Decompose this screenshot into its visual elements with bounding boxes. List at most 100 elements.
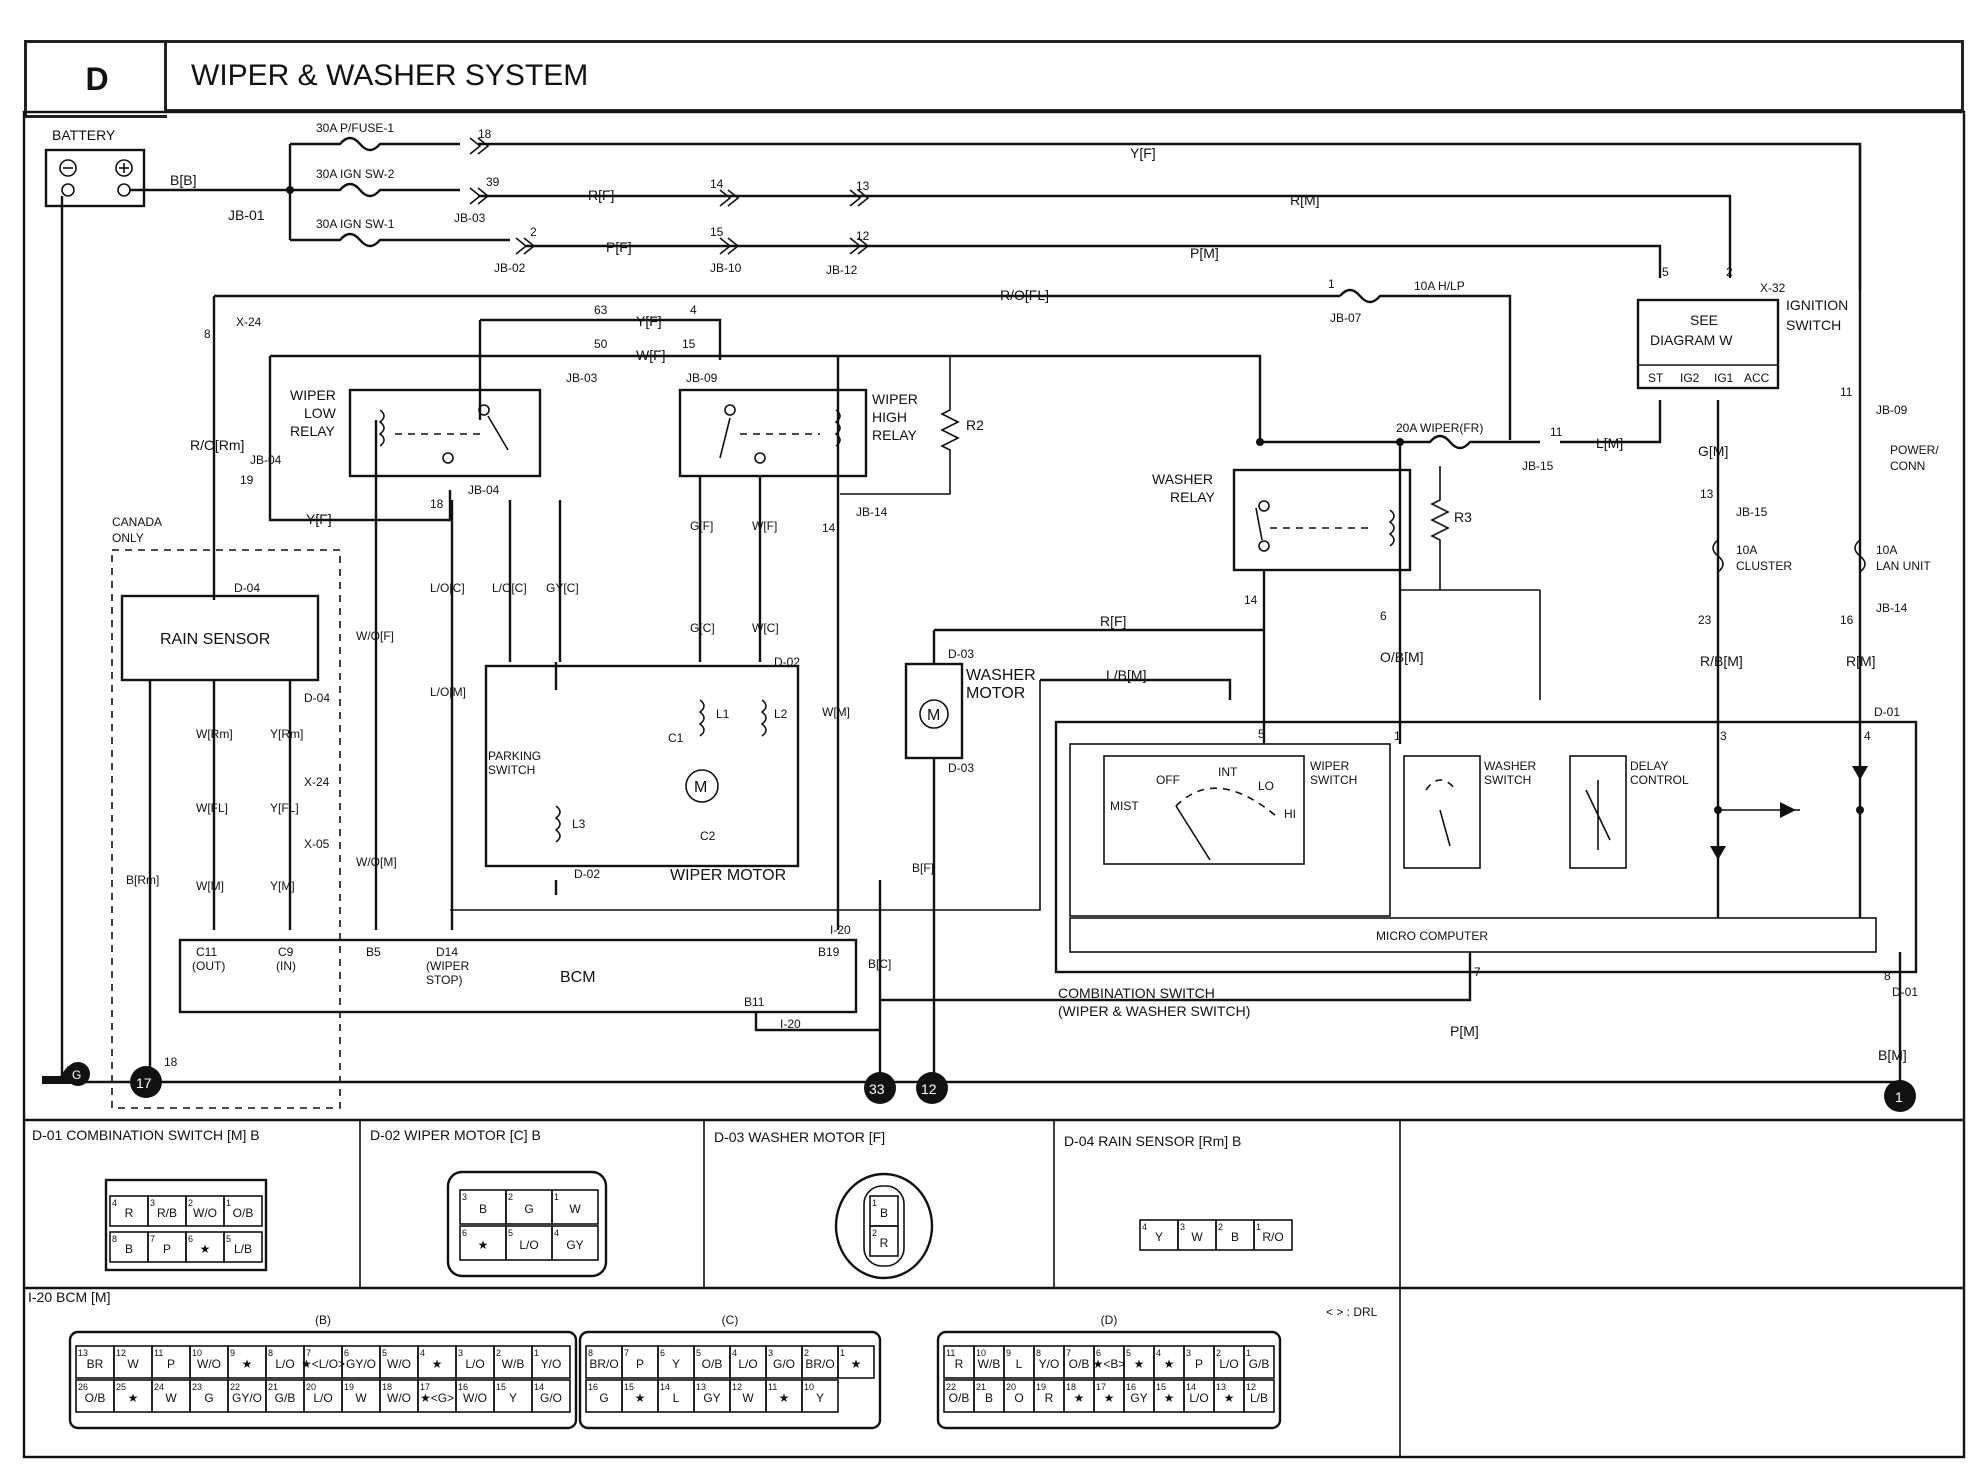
i20-pin-number: 12 xyxy=(1246,1382,1256,1392)
bcm xyxy=(178,938,858,1014)
d02-pin-number: 1 xyxy=(554,1192,559,1202)
bcm-block-title: (D) xyxy=(1101,1313,1118,1327)
svg-text:WIPER: WIPER xyxy=(290,387,336,403)
svg-text:10A: 10A xyxy=(1736,543,1757,557)
d01-pin-number: 5 xyxy=(226,1234,231,1244)
svg-text:Y[FL]: Y[FL] xyxy=(270,801,299,815)
i20-wire-color: L/O xyxy=(1219,1357,1238,1371)
ground-17-icon xyxy=(130,1066,162,1098)
svg-text:R/B[M]: R/B[M] xyxy=(1700,653,1743,669)
svg-text:JB-04: JB-04 xyxy=(250,453,282,467)
svg-text:4: 4 xyxy=(1864,729,1871,743)
d01-cell xyxy=(223,1195,263,1227)
svg-text:G[F]: G[F] xyxy=(690,519,713,533)
i20-wire-color: Y xyxy=(509,1391,517,1405)
svg-text:5: 5 xyxy=(1258,727,1265,741)
svg-text:63: 63 xyxy=(594,303,608,317)
i20-wire-color: Y xyxy=(672,1357,680,1371)
svg-text:R[M]: R[M] xyxy=(1846,653,1876,669)
i20-wire-color: W/O xyxy=(387,1357,411,1371)
svg-text:JB-07: JB-07 xyxy=(1330,311,1362,325)
i20-pin-number: 17 xyxy=(420,1382,430,1392)
d02-wire-color: G xyxy=(524,1202,533,1216)
i20-pin-number: 22 xyxy=(946,1382,956,1392)
svg-text:8: 8 xyxy=(204,327,211,341)
svg-text:W/O[M]: W/O[M] xyxy=(356,855,397,869)
svg-text:JB-09: JB-09 xyxy=(1876,403,1908,417)
i20-cell xyxy=(837,1345,875,1379)
i20-wire-color: L xyxy=(1016,1357,1023,1371)
i20-pin-number: 14 xyxy=(1186,1382,1196,1392)
i20-wire-color: GY/O xyxy=(346,1357,376,1371)
i20-pin-number: 26 xyxy=(78,1382,88,1392)
svg-text:(WIPER: (WIPER xyxy=(426,959,470,973)
i20-pin-number: 16 xyxy=(458,1382,468,1392)
svg-text:SWITCH: SWITCH xyxy=(1484,773,1531,787)
svg-text:12: 12 xyxy=(921,1081,937,1097)
svg-text:19: 19 xyxy=(240,473,254,487)
svg-text:LOW: LOW xyxy=(304,405,337,421)
i20-wire-color: ★<B> xyxy=(1093,1357,1126,1371)
fuse-ign1: 30A IGN SW-1 xyxy=(316,217,395,231)
svg-text:1: 1 xyxy=(1895,1089,1903,1105)
i20-wire-color: BR xyxy=(87,1357,104,1371)
svg-text:JB-09: JB-09 xyxy=(686,371,718,385)
d01-wire-color: P xyxy=(163,1242,171,1256)
i20-wire-color: O xyxy=(1014,1391,1023,1405)
i20-wire-color: BR/O xyxy=(805,1357,834,1371)
i20-wire-color: G/B xyxy=(1249,1357,1270,1371)
i20-wire-color: O/B xyxy=(702,1357,723,1371)
d03-pin-number: 2 xyxy=(872,1228,877,1238)
d03-cell xyxy=(869,1225,899,1257)
i20-pin-number: 15 xyxy=(1156,1382,1166,1392)
svg-text:W[Rm]: W[Rm] xyxy=(196,727,233,741)
ground-1-icon xyxy=(1884,1080,1916,1112)
i20-pin-number: 7 xyxy=(624,1348,629,1358)
i20-wire-color: GY xyxy=(1130,1391,1147,1405)
svg-text:X-32: X-32 xyxy=(1760,281,1786,295)
svg-text:JB-10: JB-10 xyxy=(710,261,742,275)
svg-text:D-02 WIPER MOTOR [C] B: D-02 WIPER MOTOR [C] B xyxy=(370,1127,541,1143)
svg-text:13: 13 xyxy=(856,179,870,193)
svg-text:6: 6 xyxy=(1380,609,1387,623)
ground-33-icon xyxy=(864,1072,896,1104)
svg-text:STOP): STOP) xyxy=(426,973,462,987)
d02-wire-color: W xyxy=(569,1202,581,1216)
d04-pin-number: 4 xyxy=(1142,1222,1147,1232)
svg-text:15: 15 xyxy=(682,337,696,351)
i20-wire-color: L/O xyxy=(313,1391,332,1405)
i20-pin-number: 1 xyxy=(840,1348,845,1358)
i20-pin-number: 1 xyxy=(534,1348,539,1358)
svg-text:4: 4 xyxy=(690,303,697,317)
wire-yf: Y[F] xyxy=(1130,145,1156,161)
svg-text:LO: LO xyxy=(1258,779,1274,793)
svg-text:O/B[M]: O/B[M] xyxy=(1380,649,1424,665)
i20-pin-number: 1 xyxy=(1246,1348,1251,1358)
svg-text:JB-04: JB-04 xyxy=(468,483,500,497)
svg-text:MICRO COMPUTER: MICRO COMPUTER xyxy=(1376,929,1488,943)
svg-text:G[M]: G[M] xyxy=(1698,443,1728,459)
svg-text:RELAY: RELAY xyxy=(1170,489,1216,505)
svg-text:P[M]: P[M] xyxy=(1450,1023,1479,1039)
svg-text:I-20 BCM [M]: I-20 BCM [M] xyxy=(28,1289,110,1305)
wiper-switch-box xyxy=(1103,755,1305,865)
i20-cell xyxy=(531,1379,571,1413)
svg-text:ONLY: ONLY xyxy=(112,531,144,545)
svg-text:POWER/: POWER/ xyxy=(1890,443,1939,457)
svg-text:I-20: I-20 xyxy=(780,1017,801,1031)
i20-pin-number: 18 xyxy=(382,1382,392,1392)
i20-wire-color: W/O xyxy=(387,1391,411,1405)
svg-text:D-03: D-03 xyxy=(948,761,974,775)
svg-text:18: 18 xyxy=(430,497,444,511)
i20-pin-number: 22 xyxy=(230,1382,240,1392)
i20-pin-number: 11 xyxy=(154,1348,163,1358)
svg-text:C2: C2 xyxy=(700,829,716,843)
svg-text:M: M xyxy=(694,779,707,796)
i20-wire-color: W/O xyxy=(463,1391,487,1405)
i20-pin-number: 3 xyxy=(1186,1348,1191,1358)
i20-wire-color: ★ xyxy=(1074,1391,1085,1405)
svg-text:(OUT): (OUT) xyxy=(192,959,225,973)
i20-wire-color: W/O xyxy=(197,1357,221,1371)
svg-text:10A H/LP: 10A H/LP xyxy=(1414,279,1465,293)
